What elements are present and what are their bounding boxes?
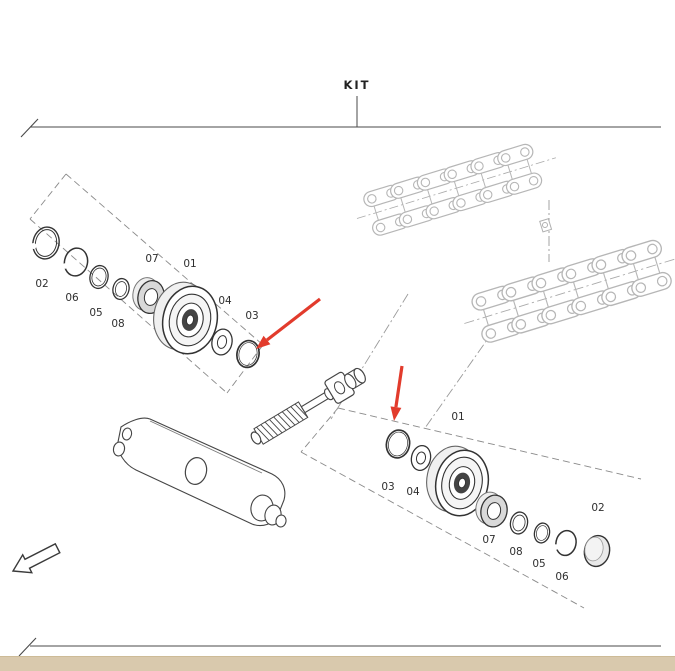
track-frame-bracket [112, 417, 287, 528]
track-chain-upper-icon [351, 137, 563, 241]
part-label: 06 [555, 571, 569, 583]
part-label: 01 [183, 258, 196, 270]
part-05-ring-left [89, 264, 109, 290]
exploded-group-right [385, 429, 611, 568]
part-labels-right: 03 04 01 07 08 05 06 02 [381, 411, 604, 583]
direction-arrow-icon [11, 542, 61, 574]
part-05-ring-right [533, 522, 551, 544]
part-label: 02 [591, 502, 604, 514]
arrowhead [390, 406, 402, 421]
chain-connector-lines [330, 200, 550, 429]
part-label: 06 [65, 292, 79, 304]
red-pointer-arrow-left-icon [256, 297, 321, 349]
part-02-cap-right [583, 534, 611, 568]
part-06-snap-ring-left [62, 247, 89, 277]
part-label: 07 [145, 253, 158, 265]
drawing-border [18, 96, 661, 657]
part-07-bearing-right [475, 491, 508, 528]
part-label: 04 [406, 486, 420, 498]
part-label: 01 [451, 411, 464, 423]
part-label: 07 [482, 534, 495, 546]
part-03-seal-ring-left [236, 339, 260, 369]
exploded-group-left [30, 226, 260, 369]
part-01-roller-left [153, 281, 219, 355]
part-06-snap-ring-right [553, 529, 577, 557]
part-02-ring-left [30, 226, 60, 260]
kit-title: KIT [343, 78, 370, 92]
part-label: 08 [509, 546, 522, 558]
part-label: 03 [381, 481, 394, 493]
part-04-washer-right [410, 444, 432, 472]
footer-strip-fill [0, 656, 675, 671]
master-pin [539, 218, 553, 233]
construction-lines [29, 173, 642, 609]
arrowhead [256, 335, 271, 349]
part-label: 04 [218, 295, 232, 307]
part-label: 05 [532, 558, 545, 570]
part-03-seal-ring-right [385, 429, 411, 459]
part-label: 05 [89, 307, 102, 319]
part-01-roller-right [426, 445, 490, 517]
part-label: 03 [245, 310, 258, 322]
part-label: 02 [35, 278, 48, 290]
part-04-washer-left [211, 328, 233, 356]
track-chain-lower-icon [457, 232, 675, 348]
part-labels-left: 02 06 05 08 07 01 04 03 [35, 253, 258, 330]
part-08-ring-left [112, 277, 130, 301]
recoil-spring-assembly [250, 367, 366, 445]
red-pointer-arrow-right-icon [390, 365, 404, 421]
part-label: 08 [111, 318, 124, 330]
footer-strip [0, 656, 675, 671]
part-08-ring-right [509, 511, 529, 535]
